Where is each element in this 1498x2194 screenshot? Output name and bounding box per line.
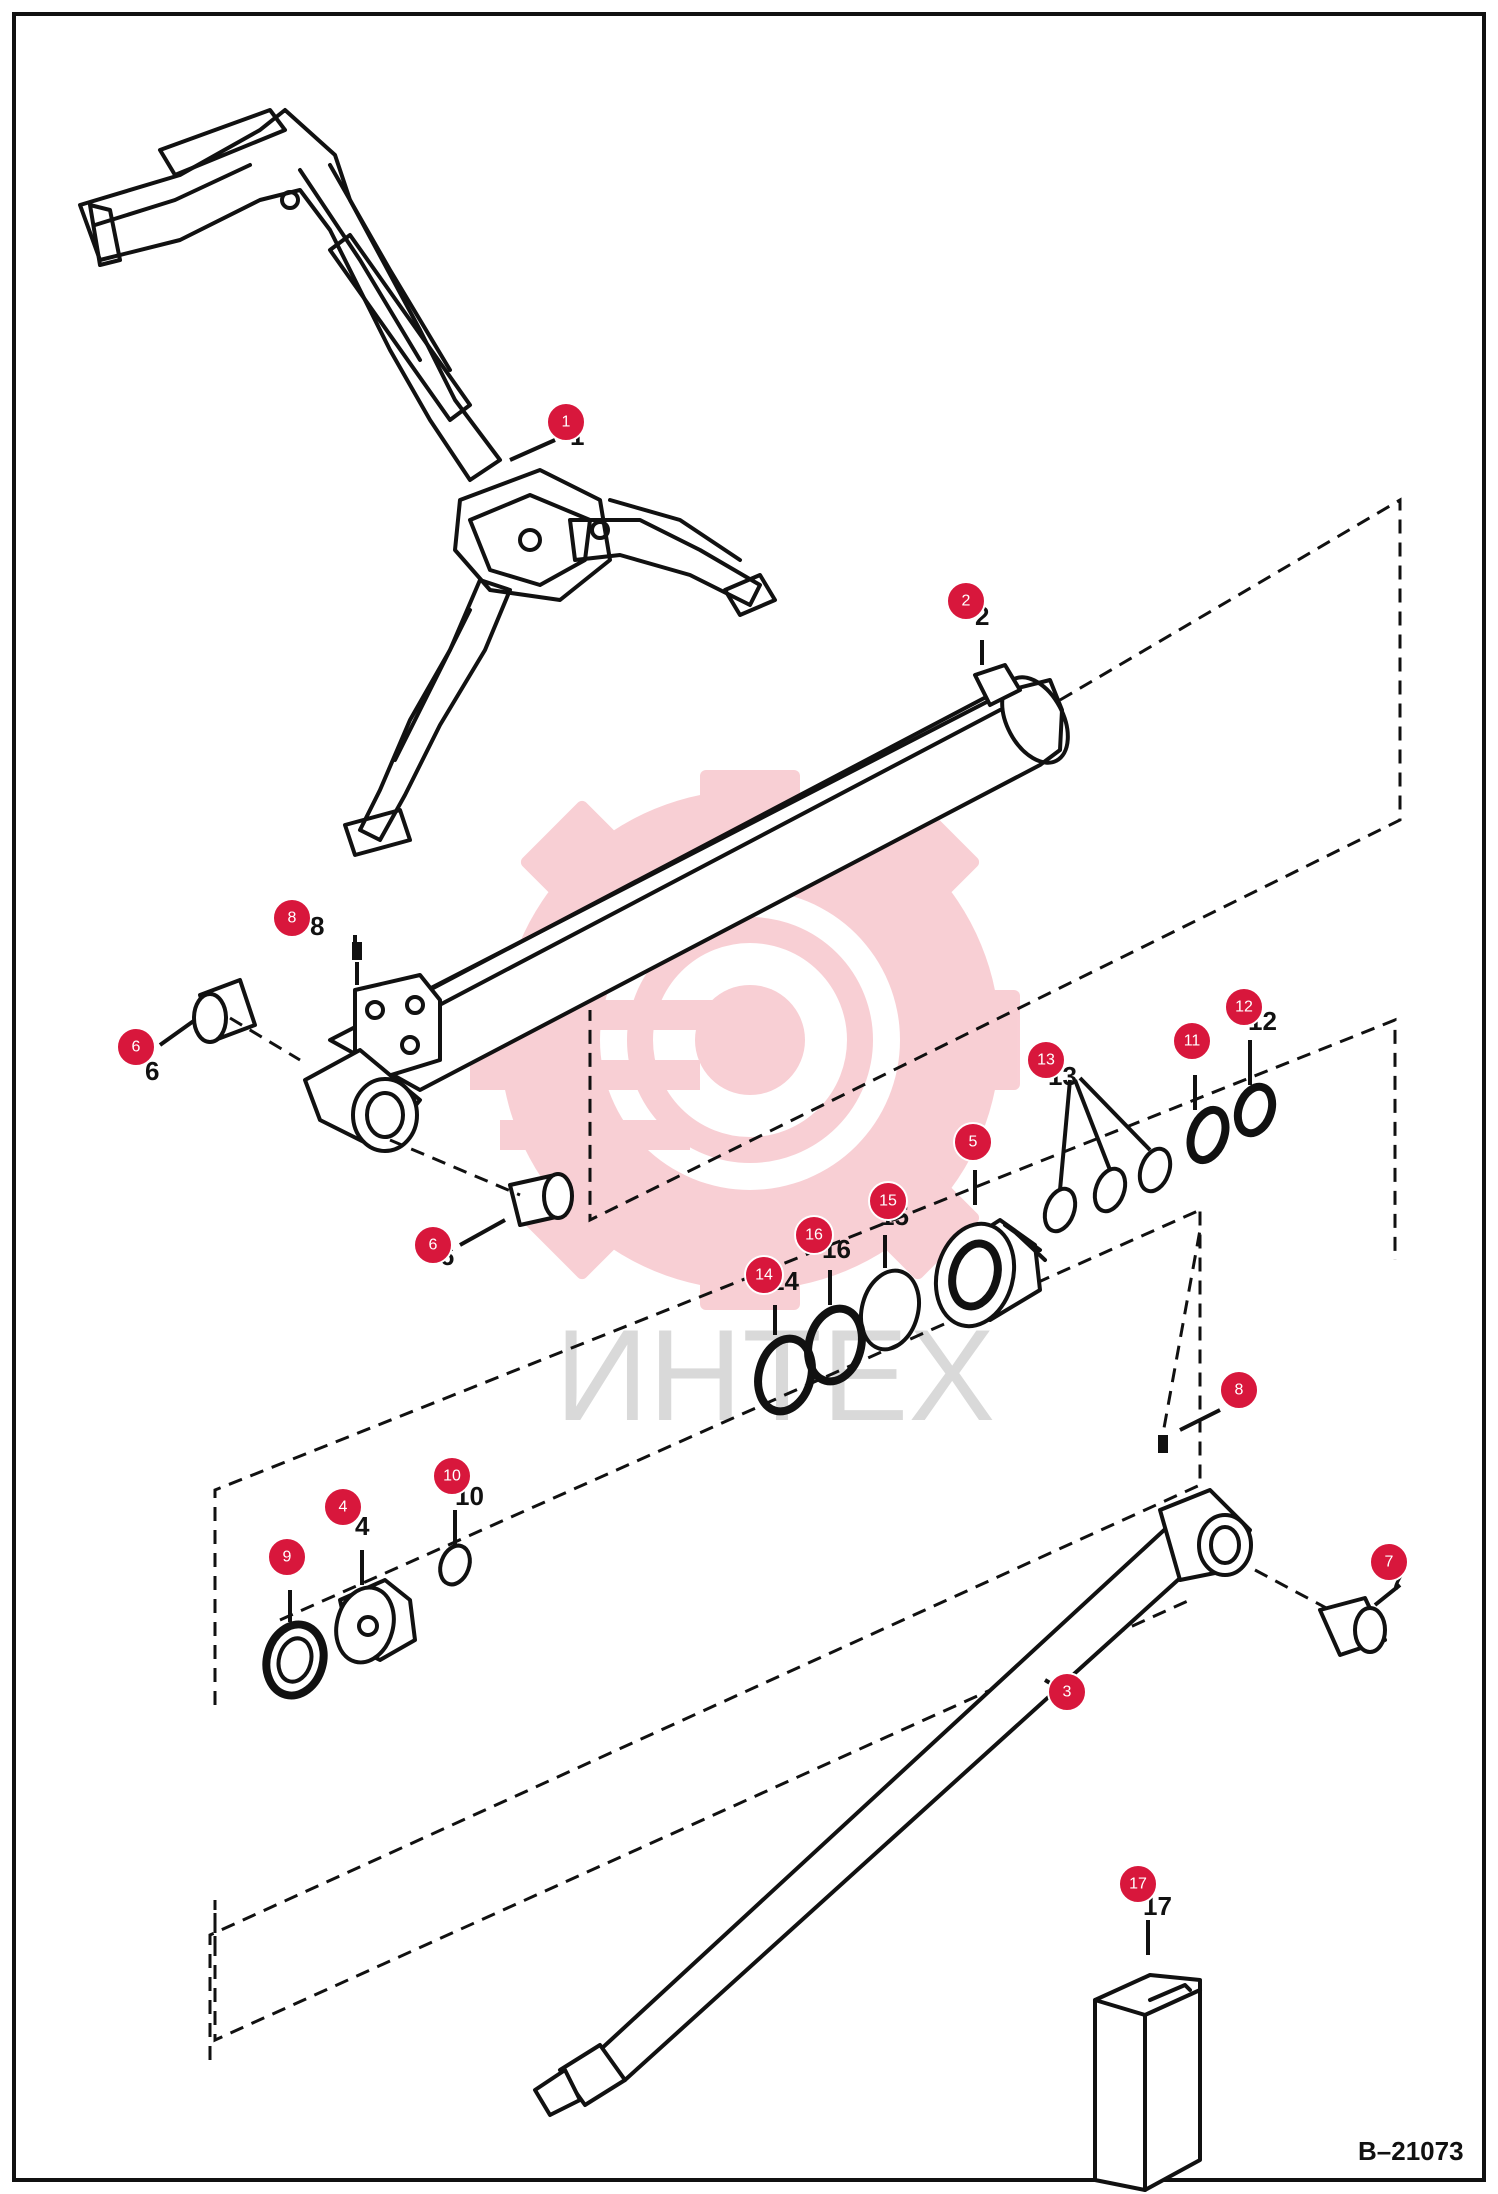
marker-15[interactable]: 15 bbox=[868, 1181, 908, 1221]
svg-text:13: 13 bbox=[1037, 1052, 1055, 1069]
ring-13-a bbox=[1042, 1186, 1078, 1234]
marker-5[interactable]: 5 bbox=[953, 1122, 993, 1162]
svg-text:5: 5 bbox=[969, 1134, 978, 1151]
marker-17[interactable]: 17 bbox=[1118, 1864, 1158, 1904]
seal-ring-15 bbox=[859, 1268, 921, 1352]
svg-text:4: 4 bbox=[339, 1499, 348, 1516]
seal-ring-14 bbox=[754, 1334, 816, 1416]
marker-1[interactable]: 1 bbox=[546, 402, 586, 442]
marker-10[interactable]: 10 bbox=[432, 1456, 472, 1496]
svg-text:11: 11 bbox=[1184, 1033, 1201, 1050]
piston-drawing bbox=[933, 1218, 1047, 1329]
seal-ring-16 bbox=[804, 1304, 866, 1386]
ring-13-c bbox=[1137, 1146, 1173, 1194]
seal-kit-box-drawing bbox=[1093, 1973, 1202, 2192]
svg-text:15: 15 bbox=[879, 1193, 897, 1210]
marker-12[interactable]: 12 bbox=[1224, 987, 1264, 1027]
seal-ring-10 bbox=[438, 1543, 472, 1587]
marker-7[interactable]: 7 bbox=[1369, 1542, 1409, 1582]
marker-6-upper[interactable]: 6 bbox=[116, 1027, 156, 1067]
svg-text:1: 1 bbox=[562, 414, 571, 431]
seal-ring-11 bbox=[1186, 1105, 1230, 1165]
gland-drawing bbox=[334, 1578, 417, 1665]
svg-text:12: 12 bbox=[1235, 999, 1253, 1016]
svg-text:6: 6 bbox=[132, 1039, 141, 1056]
marker-8-lower[interactable]: 8 bbox=[1219, 1370, 1259, 1410]
marker-4[interactable]: 4 bbox=[323, 1487, 363, 1527]
backhoe-assembly-drawing bbox=[78, 108, 777, 857]
marker-16[interactable]: 16 bbox=[794, 1215, 834, 1255]
cylinder-barrel-drawing bbox=[303, 663, 1070, 1153]
svg-text:17: 17 bbox=[1129, 1876, 1147, 1893]
drawing-id: B–21073 bbox=[1358, 2136, 1464, 2166]
marker-11[interactable]: 11 bbox=[1172, 1021, 1212, 1061]
drawing-frame bbox=[12, 12, 1486, 2182]
svg-text:3: 3 bbox=[1063, 1684, 1072, 1701]
svg-text:8: 8 bbox=[1235, 1382, 1244, 1399]
marker-9[interactable]: 9 bbox=[267, 1537, 307, 1577]
marker-6-lower[interactable]: 6 bbox=[413, 1225, 453, 1265]
wiper-drawing bbox=[262, 1620, 328, 1700]
marker-14[interactable]: 14 bbox=[744, 1255, 784, 1295]
marker-3[interactable]: 3 bbox=[1047, 1672, 1087, 1712]
svg-text:14: 14 bbox=[755, 1267, 773, 1284]
bushing-7-drawing bbox=[1318, 1596, 1387, 1657]
printed-number: 6 bbox=[145, 1056, 159, 1086]
svg-text:9: 9 bbox=[283, 1549, 292, 1566]
svg-text:7: 7 bbox=[1385, 1554, 1394, 1571]
bushing-drawing-lower bbox=[508, 1172, 574, 1227]
svg-text:10: 10 bbox=[443, 1468, 461, 1485]
seal-ring-12 bbox=[1233, 1082, 1277, 1138]
marker-8-upper[interactable]: 8 bbox=[272, 898, 312, 938]
marker-13[interactable]: 13 bbox=[1026, 1040, 1066, 1080]
assembly-dash-lines bbox=[208, 497, 1402, 2060]
printed-callouts: 1 2 4 6 6 7 8 10 12 13 14 15 16 17 bbox=[145, 421, 1404, 1921]
svg-text:2: 2 bbox=[962, 593, 971, 610]
svg-text:6: 6 bbox=[429, 1237, 438, 1254]
piston-rod-drawing bbox=[533, 1435, 1253, 2117]
svg-text:8: 8 bbox=[288, 910, 297, 927]
ring-13-b bbox=[1092, 1166, 1128, 1214]
marker-2[interactable]: 2 bbox=[946, 581, 986, 621]
printed-number: 8 bbox=[310, 911, 324, 941]
bushing-drawing-upper bbox=[192, 978, 257, 1044]
svg-text:16: 16 bbox=[805, 1227, 823, 1244]
